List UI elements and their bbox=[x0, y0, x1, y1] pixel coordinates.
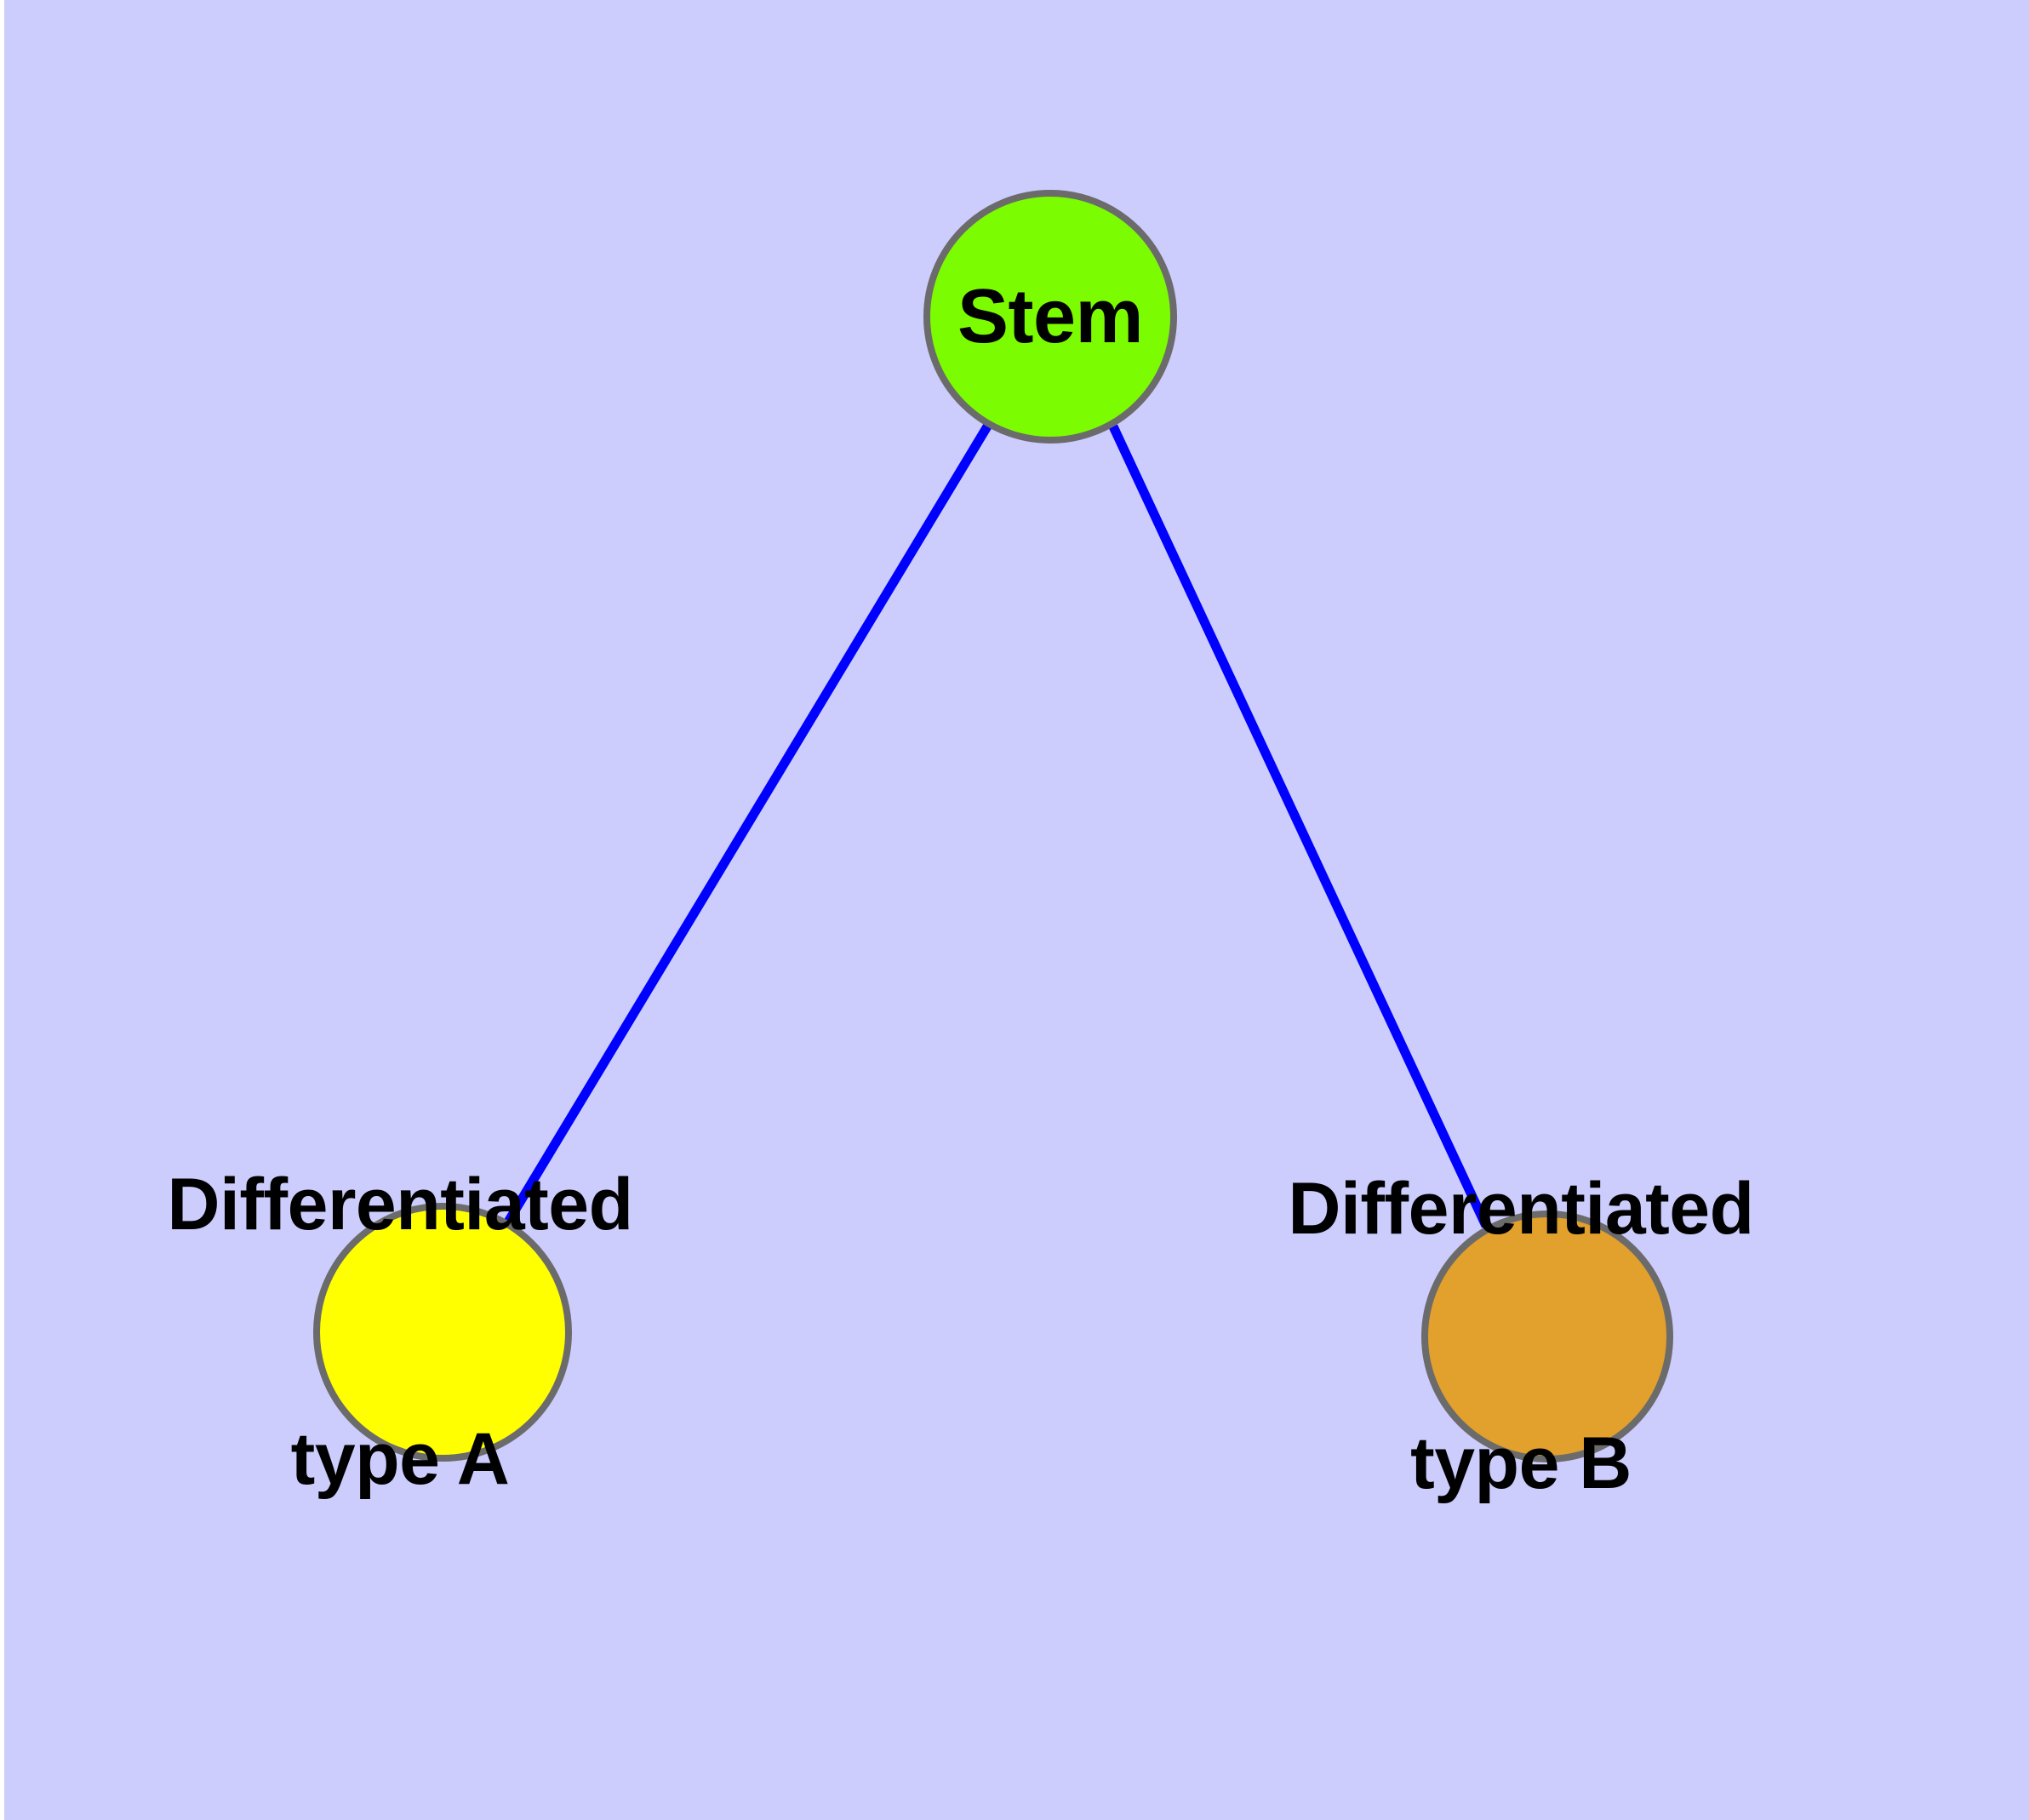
edge-stem-to-diff-b[interactable] bbox=[1109, 424, 1490, 1228]
node-stem[interactable] bbox=[923, 190, 1177, 444]
left-edge-strip bbox=[0, 0, 4, 1820]
node-differentiated-type-a[interactable] bbox=[313, 1203, 572, 1462]
node-differentiated-type-b[interactable] bbox=[1421, 1210, 1673, 1462]
edge-stem-to-diff-a[interactable] bbox=[503, 424, 992, 1226]
